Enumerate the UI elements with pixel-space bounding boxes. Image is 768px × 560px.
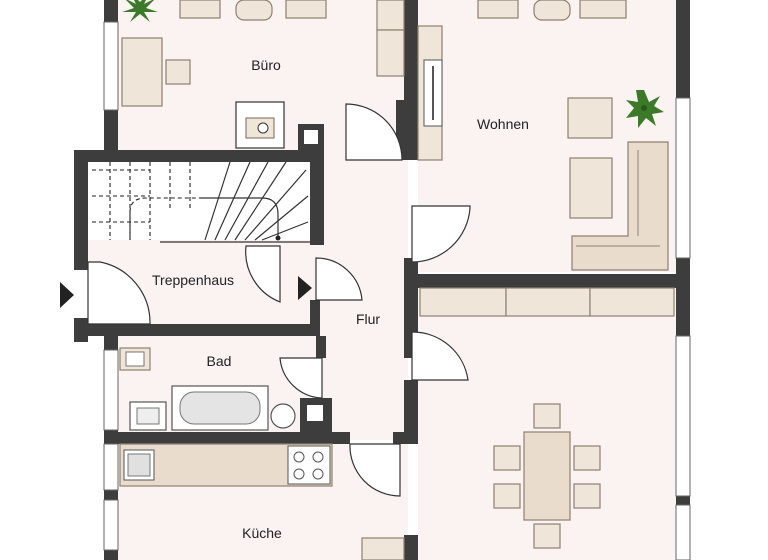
doors <box>87 103 471 497</box>
room-labels: Büro Wohnen Treppenhaus Flur Bad Küche <box>152 57 529 541</box>
room-label-wohnen: Wohnen <box>477 116 529 132</box>
sideboard <box>419 287 675 317</box>
stove-icon <box>287 445 331 485</box>
entrance-arrow-icon[interactable] <box>60 282 74 308</box>
wohnen-furniture <box>417 0 669 271</box>
door-wohnen <box>411 205 471 263</box>
door-dining <box>411 331 469 381</box>
room-label-bad: Bad <box>207 353 232 369</box>
door-flur <box>315 257 363 301</box>
buero-furniture <box>121 0 405 149</box>
door-kueche <box>349 443 401 497</box>
bathtub-icon <box>171 385 269 431</box>
door-buero <box>345 103 403 161</box>
bad-fixtures <box>119 347 296 431</box>
room-label-treppenhaus: Treppenhaus <box>152 272 234 288</box>
staircase <box>88 161 310 243</box>
plant-icon <box>626 90 664 128</box>
door-entrance <box>87 261 151 325</box>
sink-icon <box>129 401 167 431</box>
room-label-buero: Büro <box>251 57 281 73</box>
dining-table <box>493 403 601 549</box>
room-label-flur: Flur <box>356 311 380 327</box>
entrance-arrow-icon[interactable] <box>298 276 312 300</box>
room-label-kueche: Küche <box>242 525 282 541</box>
door-bad <box>279 357 323 399</box>
kueche-fixtures <box>119 443 405 560</box>
plant-icon <box>122 0 158 22</box>
door-stair <box>245 245 281 303</box>
windows <box>103 21 691 560</box>
